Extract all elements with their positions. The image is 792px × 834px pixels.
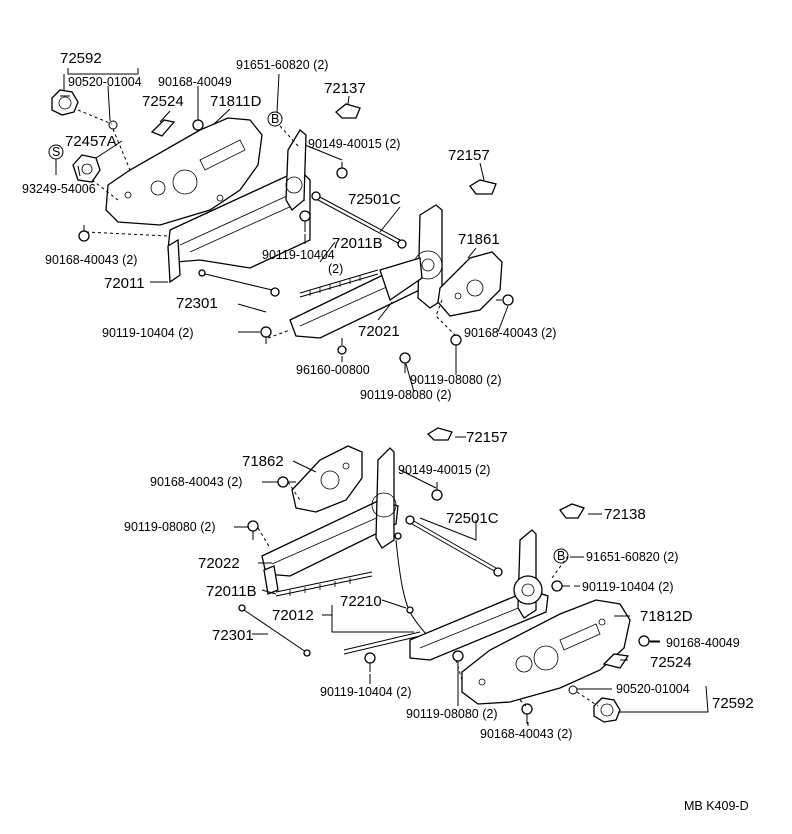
label-90168-40043-left-upper: 90168-40043 (2) [45,253,137,267]
upper-assembly: 72592 90520-01004 90168-40049 91651-6082… [22,50,556,402]
label-90119-08080-b-lower: 90119-08080 (2) [406,707,498,721]
label-90119-08080-a-lower: 90119-08080 (2) [124,520,216,534]
label-90168-40043-right-upper: 90168-40043 (2) [464,326,556,340]
label-90119-08080-a-upper: 90119-08080 (2) [410,373,502,387]
label-90168-40049-lower: 90168-40049 [666,636,740,650]
label-90149-40015-lower: 90149-40015 (2) [398,463,490,477]
bolt-90168-40043-left-lower [277,476,296,488]
bolt-90119-08080-a-lower [247,520,259,540]
seat-track-72021 [289,204,443,339]
bolt-90149-40015-upper [336,162,348,179]
snap-ring-lower [568,685,578,695]
label-72210: 72210 [340,593,382,610]
label-72011b-upper: 72011B [332,235,383,252]
label-72022: 72022 [198,555,240,572]
diagram-code: MB K409-D [684,799,749,813]
label-72457a: 72457A [65,133,117,150]
bolt-90119-10404-right-lower [551,580,570,592]
spring-72011b-lower [275,571,373,597]
bolt-90119-08080-a-upper [450,334,462,355]
label-90119-10404-upper: 90119-10404 [262,248,335,262]
symbol-b-upper [267,111,283,127]
symbol-b-lower-text: B [557,549,565,563]
clip-72138 [559,503,585,519]
label-72012: 72012 [272,607,314,624]
bolt-90168-40043-right-upper [496,294,514,306]
link-72301-lower [238,604,311,657]
label-90520-01004-upper: 90520-01004 [68,75,142,89]
label-71861: 71861 [458,231,500,248]
label-90168-40043-left-lower: 90168-40043 (2) [150,475,242,489]
label-72592-lower: 72592 [712,695,754,712]
label-72524-lower: 72524 [650,654,692,671]
cover-clip-lower [602,653,630,669]
rod-72501c-upper [311,191,407,249]
recliner-cover-71811d [105,117,263,226]
label-90119-08080-b-upper: 90119-08080 (2) [360,388,452,402]
label-72157-upper: 72157 [448,147,490,164]
clip-72157-lower [426,427,453,441]
label-72501c-lower: 72501C [446,510,499,527]
cable-72210 [394,532,431,641]
label-93249-54006: 93249-54006 [22,182,96,196]
label-72524-upper: 72524 [142,93,184,110]
bolt-90168-40049-upper [192,113,204,131]
bolt-90119-10404-upper [299,210,311,232]
label-90168-40049-upper: 90168-40049 [158,75,232,89]
label-90520-01004-lower: 90520-01004 [616,682,690,696]
rod-72501c-lower [405,515,503,577]
label-72021: 72021 [358,323,400,340]
link-72301-upper [198,269,280,297]
symbol-s-upper-text: S [52,145,60,159]
recliner-knob-upper [51,89,79,116]
seat-track-72011 [167,129,311,284]
bolt-90168-40043-left-upper [78,225,90,242]
bolt-90149-40015-lower [431,482,443,501]
label-72011: 72011 [104,275,145,292]
clip-72157-upper [469,179,497,195]
recliner-knob-lower [593,697,621,723]
label-72138: 72138 [604,506,646,523]
cover-71862 [291,445,363,513]
cover-71861 [437,251,503,317]
cover-clip-upper [150,119,176,137]
label-91651-60820-upper: 91651-60820 (2) [236,58,328,72]
label-72137: 72137 [324,80,366,97]
label-90119-10404-right-lower: 90119-10404 (2) [582,580,674,594]
label-72592-upper: 72592 [60,50,102,67]
label-qty-2-upper: (2) [328,262,343,276]
label-91651-60820-lower: 91651-60820 (2) [586,550,678,564]
label-96160-00800: 96160-00800 [296,363,370,377]
label-71862: 71862 [242,453,284,470]
snap-ring-upper [108,120,118,130]
label-90149-40015-upper: 90149-40015 (2) [308,137,400,151]
label-72301-lower: 72301 [212,627,254,644]
label-72011b-lower: 72011B [206,583,257,600]
recliner-cover-71812d [461,599,631,705]
bolt-90168-40049-lower [638,635,660,647]
label-90119-10404-left-lower: 90119-10404 (2) [320,685,412,699]
lower-assembly: 72157 71862 90149-40015 (2) 90168-40043 … [124,427,754,741]
clip-72137 [335,103,361,119]
bolt-90119-10404-left-upper [260,326,272,344]
seat-track-72012 [343,529,549,661]
label-72301-upper: 72301 [176,295,218,312]
label-72501c-upper: 72501C [348,191,401,208]
bolt-90168-40043-right-lower [521,703,533,724]
label-90168-40043-right-lower: 90168-40043 (2) [480,727,572,741]
label-90119-10404-left-upper: 90119-10404 (2) [102,326,194,340]
washer-96160-00800 [337,338,347,355]
lever-knob-72457a [72,154,101,183]
symbol-b-upper-text: B [271,112,279,126]
label-71811d: 71811D [210,93,262,110]
label-72157-lower: 72157 [466,429,508,446]
seat-track-72022 [261,447,399,595]
bolt-90119-08080-b-upper [399,352,411,373]
label-71812d: 71812D [640,608,693,625]
bolt-90119-10404-left-lower [364,652,376,672]
spring-72011b-upper [299,269,379,298]
